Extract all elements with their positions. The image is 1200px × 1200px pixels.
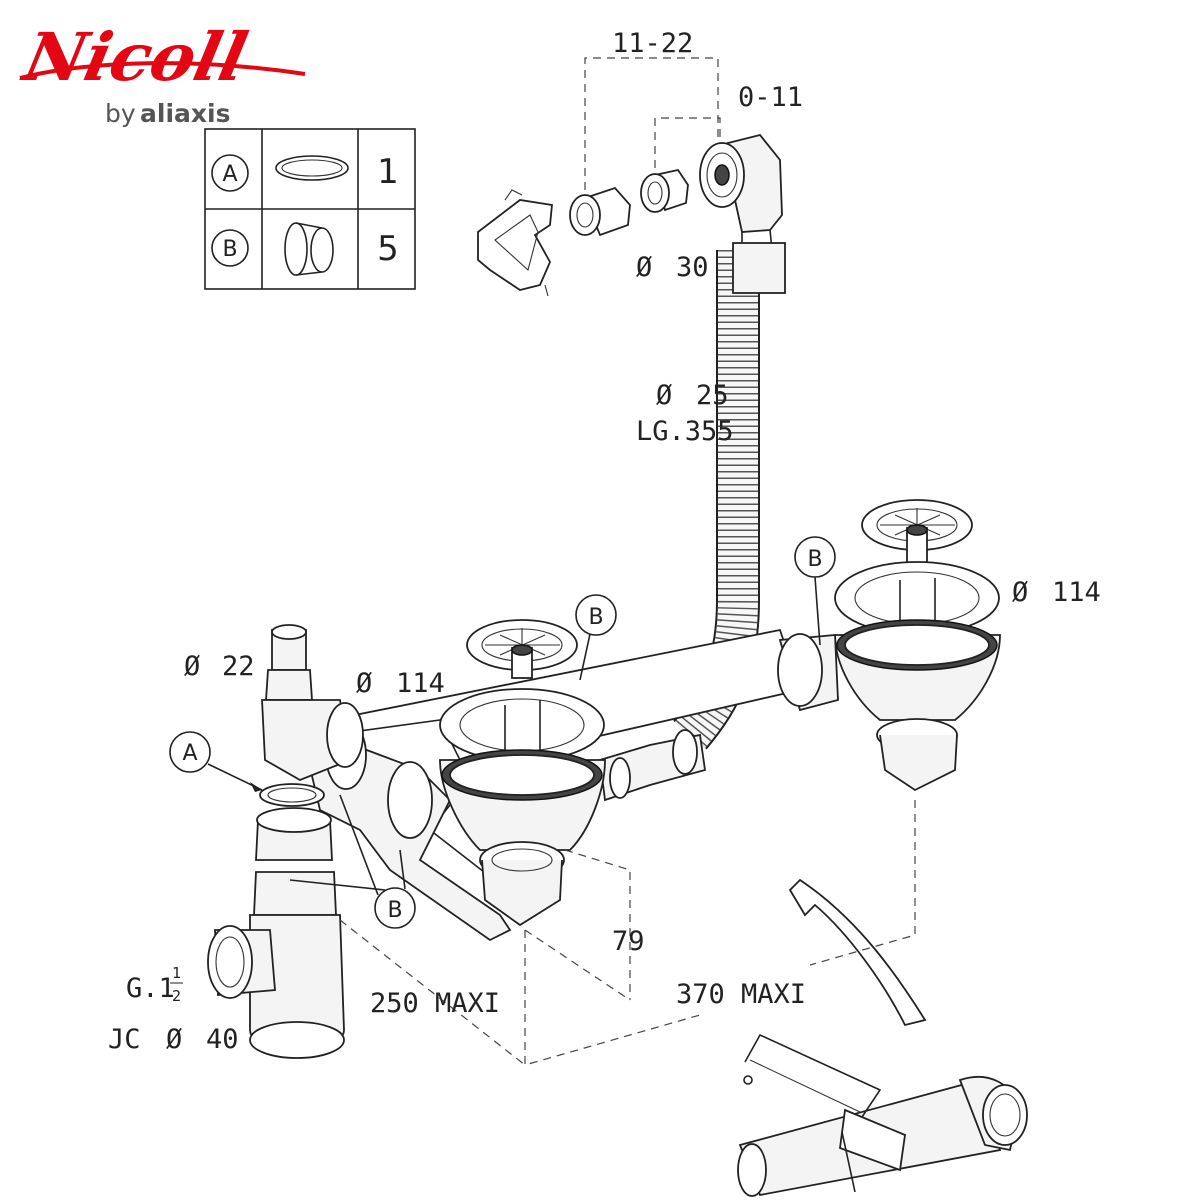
dim-overflow-range-1: 11-22: [612, 28, 693, 59]
svg-text:B: B: [807, 547, 822, 572]
diameter-symbol: Ø: [636, 252, 652, 283]
callout-b-left: B: [289, 794, 416, 929]
brand-logo: Nicoll by aliaxis: [16, 18, 306, 128]
legend-qty-b: 5: [377, 229, 399, 269]
callout-a: A: [169, 731, 263, 792]
svg-text:B: B: [588, 605, 603, 630]
overflow-sleeve-long-icon: [569, 186, 631, 237]
logo-sub-by: by: [105, 99, 136, 128]
dim-outlet-prefix: JC: [108, 1024, 141, 1055]
diameter-symbol: Ø: [656, 380, 672, 411]
diameter-symbol: Ø: [356, 668, 372, 699]
parts-legend-table: A 1 B 5: [204, 128, 416, 290]
dim-outlet-dia: 40: [206, 1024, 239, 1055]
dim-hose-dia: 25: [696, 380, 729, 411]
legend-letter-b: B: [222, 237, 237, 262]
left-strainer: [439, 619, 606, 927]
dim-width-right: 370 MAXI: [676, 979, 806, 1010]
dimension-lines: [339, 800, 916, 1066]
dim-thread-num: 1: [172, 964, 181, 982]
dim-inlet-dia: 22: [222, 651, 255, 682]
flat-washer-icon: [275, 155, 349, 181]
diameter-symbol: Ø: [1012, 577, 1028, 608]
callout-b-right: B: [794, 536, 836, 646]
dim-overflow-dia: 30: [676, 252, 709, 283]
dim-overflow-range-2: 0-11: [738, 82, 803, 113]
dim-hose-length: LG.355: [636, 416, 734, 447]
cutting-saw-icon: [743, 1033, 906, 1193]
callout-b-middle: B: [575, 594, 617, 681]
dim-thread-den: 2: [172, 987, 181, 1005]
overflow-assembly: 11-22 0-11 Ø 30: [477, 28, 803, 297]
bottle-trap: [207, 624, 364, 1059]
diameter-symbol: Ø: [166, 1024, 182, 1055]
overflow-bracket-icon: [477, 189, 553, 297]
strainer-basket-icon: [466, 619, 578, 679]
logo-swash-icon: [19, 61, 306, 80]
dim-height: 79: [612, 926, 645, 957]
right-strainer: [777, 499, 1001, 792]
rotation-arrow-icon: [788, 878, 927, 1027]
overflow-head-icon: [699, 133, 783, 251]
dim-strainer-dia-left: 114: [396, 668, 445, 699]
dim-thread: G.1: [126, 973, 175, 1004]
dim-strainer-dia-right: 114: [1052, 577, 1101, 608]
legend-letter-a: A: [222, 162, 237, 187]
diameter-symbol: Ø: [184, 651, 200, 682]
ring-seal-icon: [284, 222, 334, 276]
dim-width-left: 250 MAXI: [370, 988, 500, 1019]
legend-qty-a: 1: [377, 152, 399, 192]
svg-text:B: B: [387, 898, 402, 923]
logo-wordmark: Nicoll: [16, 18, 254, 96]
logo-sub-name: aliaxis: [140, 99, 230, 128]
svg-text:A: A: [182, 741, 197, 766]
overflow-sleeve-short-icon: [640, 168, 689, 213]
